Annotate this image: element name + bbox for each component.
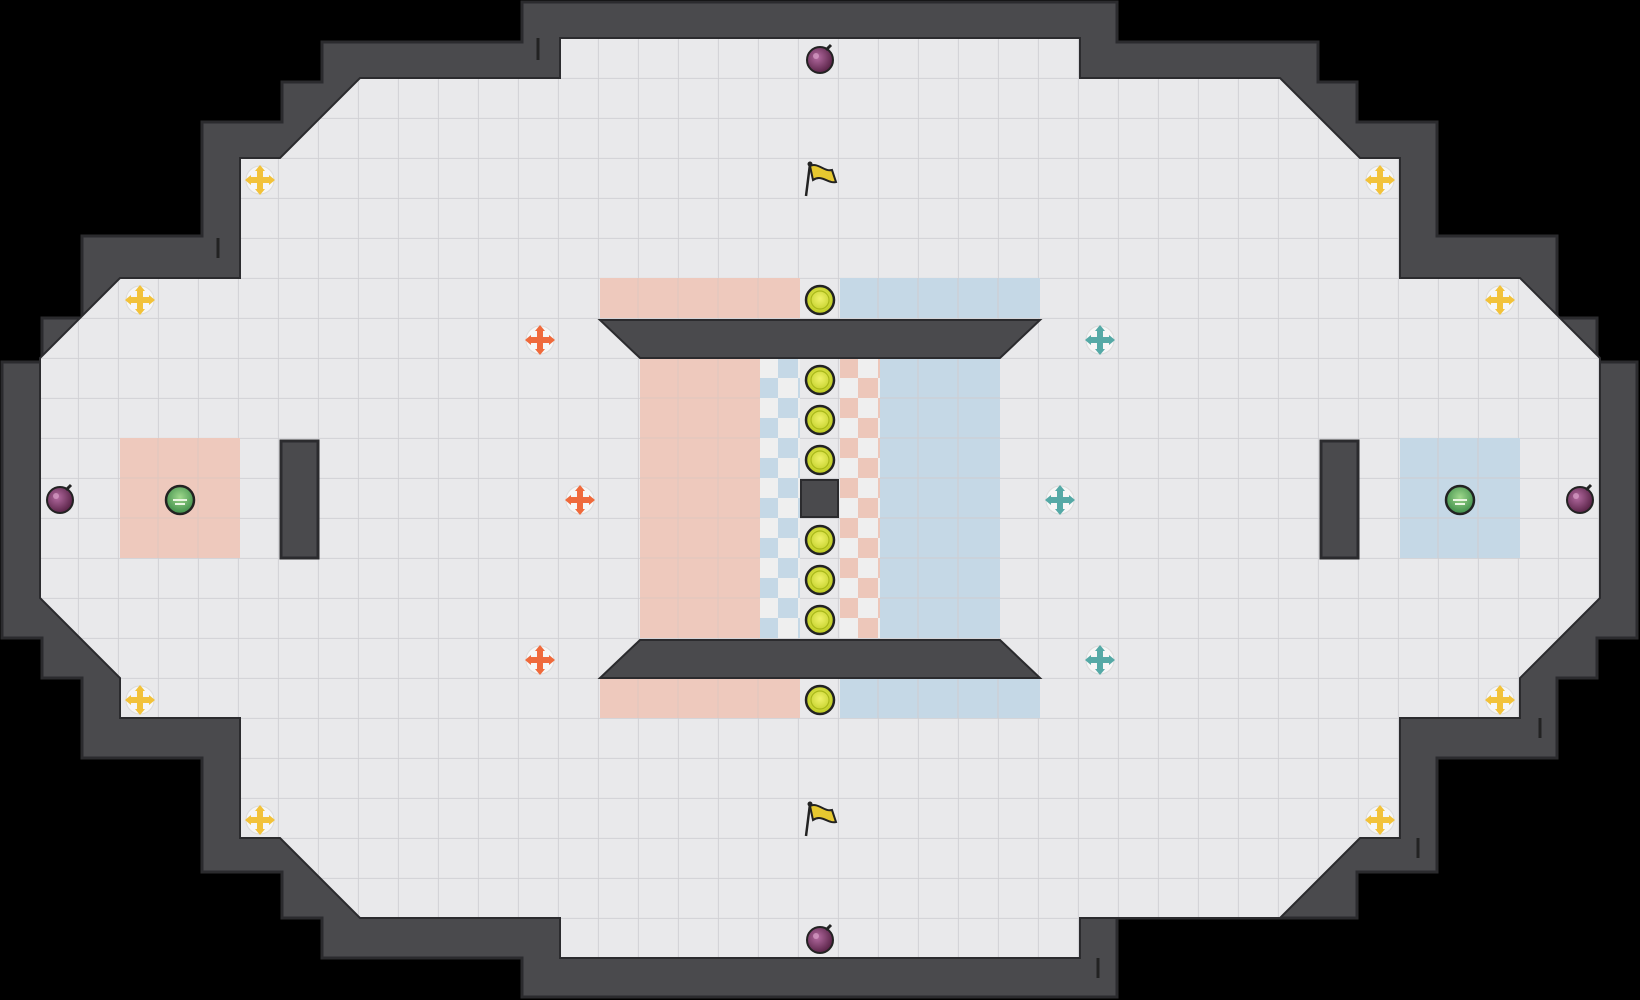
powerup-icon [125, 285, 155, 315]
red-team-tile [600, 678, 800, 718]
blue-checker [840, 358, 880, 638]
powerup-icon [1365, 805, 1395, 835]
center-block [800, 479, 839, 518]
bomb-icon [46, 483, 74, 514]
powerup-icon [245, 165, 275, 195]
red-booster-icon [525, 645, 555, 675]
red-booster-icon [565, 485, 595, 515]
gate-icon [804, 604, 836, 636]
powerup-icon [1365, 165, 1395, 195]
wall-marks [216, 38, 1542, 978]
blue-team-tile [880, 358, 1000, 638]
portal-icon [1444, 484, 1476, 516]
bomb-icon [1566, 483, 1594, 514]
center-barrier-top [597, 319, 1043, 359]
powerup-icon [1485, 685, 1515, 715]
left-pillar [279, 439, 320, 560]
flag-icon [804, 801, 838, 837]
gate-icon [804, 564, 836, 596]
red-checker [760, 358, 800, 638]
red-team-tile [640, 358, 760, 638]
teal-booster-icon [1085, 325, 1115, 355]
portal-icon [164, 484, 196, 516]
red-booster-icon [525, 325, 555, 355]
powerup-icon [125, 685, 155, 715]
bomb-icon [806, 43, 834, 74]
teal-booster-icon [1045, 485, 1075, 515]
blue-team-tile [840, 678, 1040, 718]
teal-booster-icon [1085, 645, 1115, 675]
blue-team-tile [840, 278, 1040, 318]
powerup-icon [245, 805, 275, 835]
right-pillar [1319, 439, 1360, 560]
center-barrier-bottom [597, 639, 1043, 679]
bomb-icon [806, 923, 834, 954]
red-team-tile [600, 278, 800, 318]
zone-grid [120, 278, 1520, 718]
gate-icon [804, 284, 836, 316]
powerup-icon [1485, 285, 1515, 315]
gate-icon [804, 524, 836, 556]
gate-icon [804, 404, 836, 436]
gate-icon [804, 444, 836, 476]
flag-icon [804, 161, 838, 197]
gate-icon [804, 684, 836, 716]
gate-icon [804, 364, 836, 396]
